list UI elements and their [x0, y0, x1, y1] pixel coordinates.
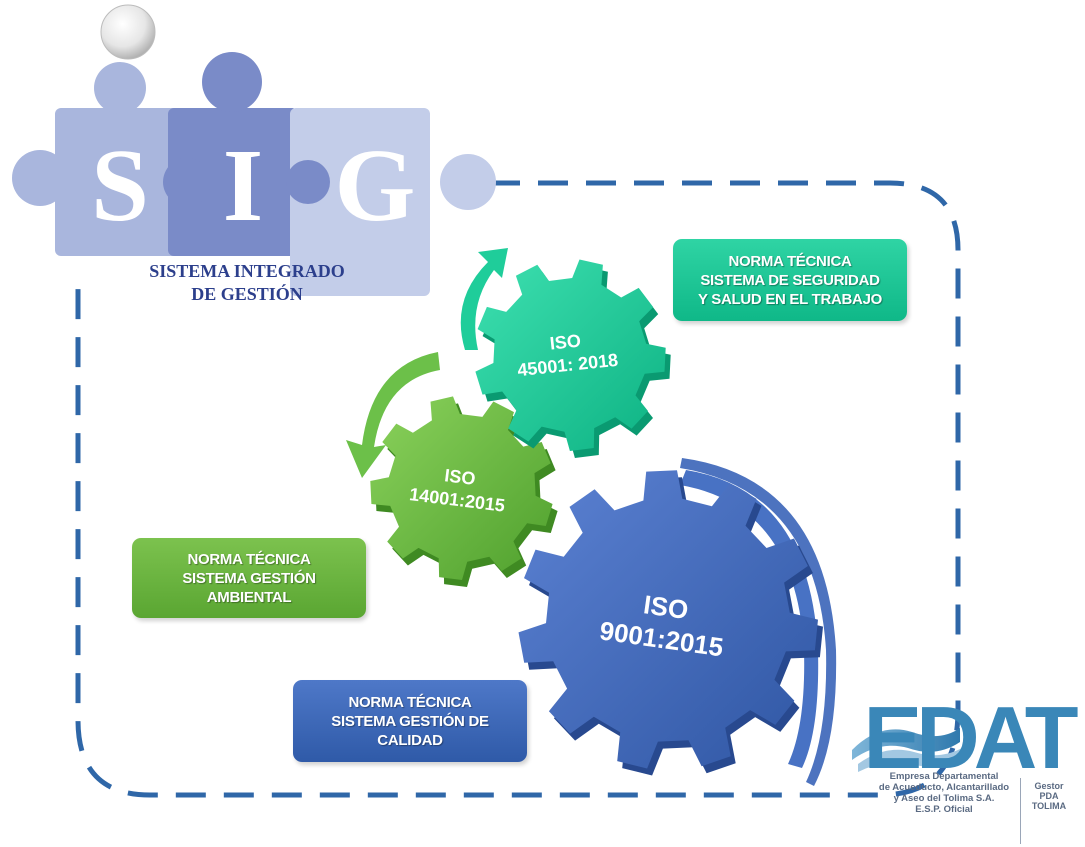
label-box-environment: NORMA TÉCNICA SISTEMA GESTIÓN AMBIENTAL: [132, 538, 366, 618]
gear-safety-line1: ISO: [549, 331, 582, 354]
edat-wave-icon: [852, 728, 960, 760]
label-box-safety: NORMA TÉCNICA SISTEMA DE SEGURIDAD Y SAL…: [673, 239, 907, 321]
edat-gestor: Gestor PDA TOLIMA: [1026, 781, 1072, 811]
edat-caption-line1: Empresa Departamental: [889, 771, 999, 782]
sig-logo: S I G: [12, 4, 496, 296]
sig-letters: S I G: [91, 128, 415, 243]
edat-gestor-line3: TOLIMA: [1031, 801, 1067, 811]
edat-divider: [1020, 778, 1021, 844]
label-environment-line1: NORMA TÉCNICA: [187, 550, 311, 568]
edat-caption-line4: E.S.P. Oficial: [915, 804, 973, 815]
sig-title-line1: SISTEMA INTEGRADO: [149, 261, 345, 281]
sig-title-line2: DE GESTIÓN: [191, 284, 303, 304]
label-box-quality: NORMA TÉCNICA SISTEMA GESTIÓN DE CALIDAD: [293, 680, 527, 762]
label-quality-line1: NORMA TÉCNICA: [348, 693, 472, 711]
label-environment-line2: SISTEMA GESTIÓN: [182, 569, 316, 587]
gear-quality-icon: [518, 470, 818, 769]
blue-arc-inner: [680, 458, 837, 786]
green-arrow-icon: [346, 352, 440, 478]
label-safety-line2: SISTEMA DE SEGURIDAD: [700, 271, 880, 289]
edat-wave-icon-2: [858, 748, 962, 772]
label-safety-line3: Y SALUD EN EL TRABAJO: [697, 290, 882, 308]
gear-quality-line1: ISO: [642, 589, 691, 625]
label-quality-line3: CALIDAD: [377, 731, 443, 749]
gear-environment-line1: ISO: [443, 465, 476, 489]
edat-caption-line2: de Acueducto, Alcantarillado: [878, 782, 1010, 793]
dashed-frame: [75, 180, 961, 798]
sig-title: SISTEMA INTEGRADO DE GESTIÓN: [132, 260, 362, 306]
sig-letter-g: G: [335, 128, 416, 243]
edat-logo: EDAT: [852, 688, 1084, 787]
edat-caption-line3: y Aseo del Tolima S.A.: [893, 793, 995, 804]
edat-caption: Empresa Departamental de Acueducto, Alca…: [866, 771, 1022, 815]
label-environment-line3: AMBIENTAL: [206, 588, 292, 606]
edat-wordmark: EDAT: [863, 688, 1077, 787]
sig-letter-s: S: [91, 128, 149, 243]
edat-gestor-line2: PDA: [1039, 791, 1059, 801]
gear-safety-icon: [475, 259, 666, 451]
sig-letter-i: I: [223, 128, 263, 243]
label-quality-line2: SISTEMA GESTIÓN DE: [331, 712, 489, 730]
gear-layer: [370, 259, 823, 776]
teal-arrow-icon: [460, 248, 508, 350]
edat-gestor-line1: Gestor: [1034, 781, 1064, 791]
gear-environment-icon: [370, 396, 553, 580]
label-safety-line1: NORMA TÉCNICA: [728, 252, 852, 270]
pearl-icon: [100, 4, 156, 60]
